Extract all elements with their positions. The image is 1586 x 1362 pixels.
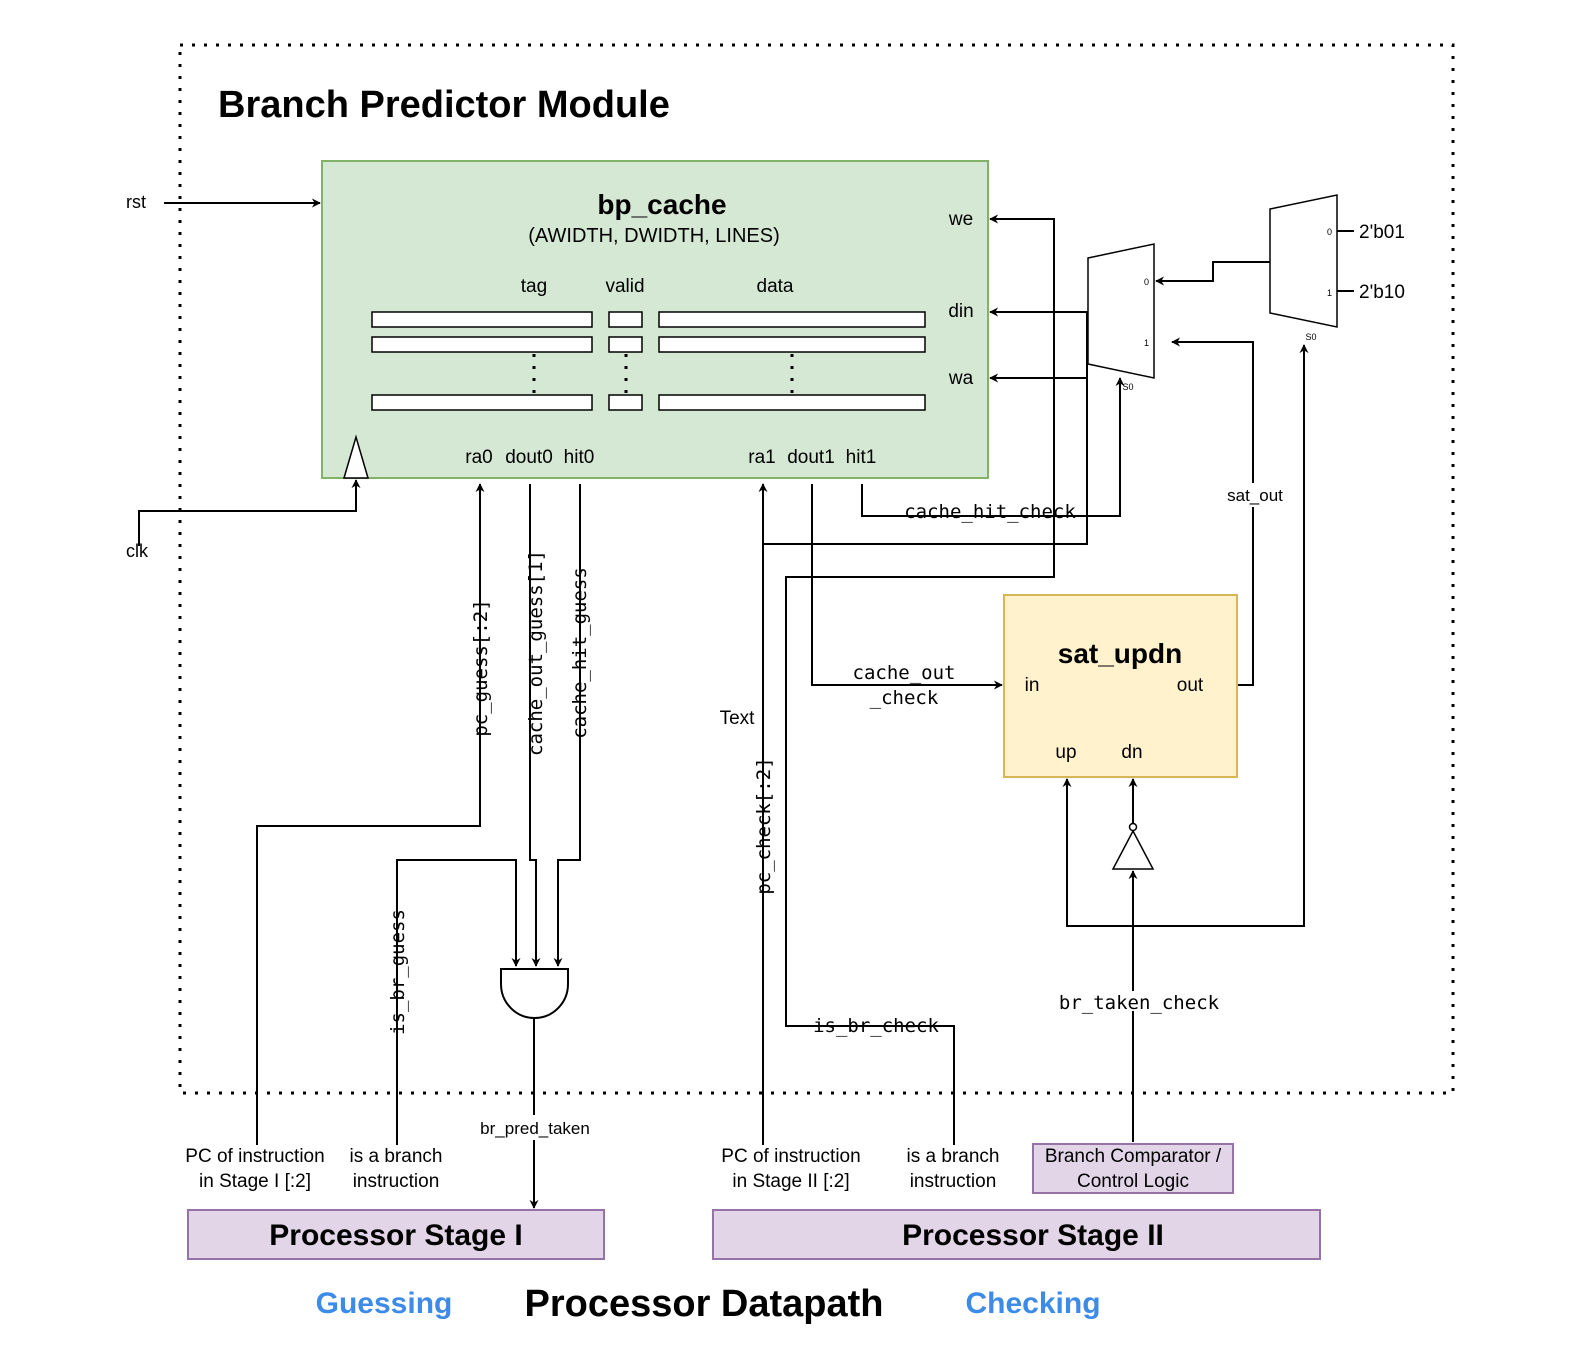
- cache-out-check-wire: [811, 484, 1003, 690]
- guessing-label: Guessing: [316, 1287, 453, 1320]
- cache-hit-guess-wire: [553, 484, 581, 967]
- cache-line-1: [371, 311, 926, 328]
- rst-label: rst: [126, 192, 146, 212]
- is-br-guess-label: is_br_guess: [387, 909, 409, 1035]
- mux-const-in1: 1: [1327, 288, 1332, 298]
- pc-stage1-label-line2: in Stage I [:2]: [199, 1171, 311, 1192]
- cache-hit-check-label: cache_hit_check: [904, 501, 1076, 523]
- checking-label: Checking: [965, 1287, 1100, 1320]
- port-dout1: dout1: [787, 447, 835, 468]
- cache-out-guess-label: cache_out_guess[1]: [525, 550, 547, 756]
- clk-wire: [138, 479, 361, 546]
- port-wa: wa: [948, 368, 974, 389]
- comparator-label-line1: Branch Comparator /: [1045, 1146, 1222, 1167]
- port-ra0: ra0: [465, 447, 492, 468]
- sat-out-label: sat_out: [1227, 486, 1283, 505]
- sat-port-in: in: [1025, 675, 1040, 696]
- cache-out-guess-wire: [529, 484, 541, 967]
- module-boundary: [178, 43, 1455, 1095]
- is-branch2-label-line2: instruction: [910, 1171, 997, 1192]
- field-valid-label: valid: [605, 276, 644, 297]
- pc-stage2-label-line1: PC of instruction: [721, 1146, 860, 1167]
- mux-din-in1: 1: [1144, 338, 1149, 348]
- br-pred-taken-label: br_pred_taken: [480, 1119, 590, 1138]
- clk-label: clk: [126, 541, 149, 561]
- sat-port-up: up: [1055, 742, 1076, 763]
- port-din: din: [948, 301, 973, 322]
- inverter-gate: [1111, 829, 1155, 870]
- bp-cache-params: (AWIDTH, DWIDTH, LINES): [528, 225, 779, 247]
- bp-cache-block: bp_cache (AWIDTH, DWIDTH, LINES) tag val…: [321, 160, 989, 479]
- sat-out-wire: [1171, 337, 1254, 686]
- processor-stage-1: Processor Stage I: [187, 1209, 605, 1260]
- cache-out-check-label-line2: _check: [870, 687, 939, 709]
- sat-port-out: out: [1177, 675, 1204, 696]
- cache-line-2: [371, 336, 926, 353]
- pc-check-label: pc_check[:2]: [753, 757, 775, 894]
- mux-const: 0 1 S0: [1269, 194, 1338, 342]
- is-br-check-wire: [785, 214, 1055, 1145]
- wa-wire: [763, 307, 1088, 545]
- cache-out-check-label-line1: cache_out: [853, 662, 956, 684]
- is-branch2-label-line1: is a branch: [907, 1146, 1000, 1167]
- cache-line-last: [371, 394, 926, 411]
- field-tag-label: tag: [521, 276, 547, 297]
- is-br-guess-wire: [396, 859, 521, 1145]
- stage1-label: Processor Stage I: [269, 1219, 522, 1252]
- inverter-bubble: [1128, 822, 1138, 832]
- mux-const-in0: 0: [1327, 227, 1332, 237]
- is-branch1-label-line2: instruction: [353, 1171, 440, 1192]
- comparator-label-line2: Control Logic: [1077, 1171, 1189, 1192]
- is-branch1-label-line1: is a branch: [350, 1146, 443, 1167]
- pc-stage1-label-line1: PC of instruction: [185, 1146, 324, 1167]
- port-dout0: dout0: [505, 447, 553, 468]
- processor-stage-2: Processor Stage II: [712, 1209, 1321, 1260]
- and-gate: [500, 968, 569, 1019]
- port-hit1: hit1: [846, 447, 877, 468]
- cache-hit-check-wire: [861, 377, 1125, 517]
- up-wire: [1062, 778, 1133, 927]
- const-10-label: 2'b10: [1359, 282, 1405, 303]
- mux-const-sel: S0: [1305, 332, 1316, 342]
- mux-const-output-wire: [1155, 261, 1270, 286]
- br-taken-check-label: br_taken_check: [1059, 992, 1220, 1014]
- module-title: Branch Predictor Module: [218, 84, 670, 126]
- clock-triangle: [342, 434, 370, 479]
- pc-guess-label: pc_guess[:2]: [470, 599, 492, 736]
- datapath-label: Processor Datapath: [524, 1283, 883, 1325]
- port-we: we: [948, 209, 973, 230]
- const-01-label: 2'b01: [1359, 222, 1405, 243]
- sat-updn-block: sat_updn in out up dn: [1003, 594, 1238, 778]
- sat-updn-title: sat_updn: [1058, 638, 1182, 669]
- port-hit0: hit0: [564, 447, 595, 468]
- branch-comparator-box: Branch Comparator / Control Logic: [1032, 1143, 1234, 1194]
- sat-port-dn: dn: [1121, 742, 1142, 763]
- port-ra1: ra1: [748, 447, 775, 468]
- pc-guess-wire: [256, 483, 485, 1145]
- field-data-label: data: [757, 276, 794, 297]
- sat-out-label-bg: [1222, 483, 1288, 507]
- cache-hit-guess-label: cache_hit_guess: [569, 567, 591, 739]
- bp-cache-title: bp_cache: [597, 189, 726, 220]
- mux-din-in0: 0: [1144, 277, 1149, 287]
- stage2-label: Processor Stage II: [902, 1219, 1164, 1252]
- mux-const-select-wire: [1133, 344, 1309, 927]
- pc-stage2-label-line2: in Stage II [:2]: [732, 1171, 849, 1192]
- mux-din: 0 1 S0: [1087, 243, 1155, 392]
- text-label: Text: [720, 708, 756, 729]
- is-br-check-label: is_br_check: [813, 1015, 939, 1037]
- br-taken-check-label-bg: [1085, 991, 1185, 1011]
- mux-din-sel: S0: [1122, 382, 1133, 392]
